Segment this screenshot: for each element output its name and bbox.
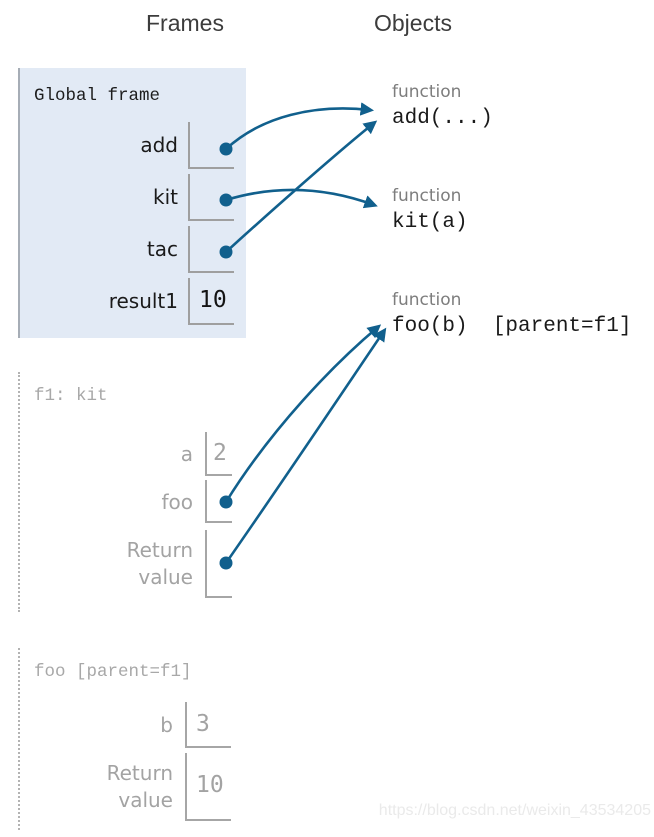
object-type-label: function: [392, 186, 462, 206]
variable-value: 2: [213, 440, 227, 466]
frame-label: Global frame: [34, 86, 161, 106]
frames-column-header: Frames: [146, 10, 224, 36]
value-box: 10: [188, 278, 234, 325]
value-box-pointer: [205, 480, 232, 523]
function-signature: add(...): [392, 107, 493, 130]
frame-f1-kit: f1: kit a 2 foo Return value: [18, 372, 246, 612]
function-object-add: function add(...): [392, 82, 493, 131]
arrow-foo-to-function-foo: [224, 324, 382, 503]
variable-name: Return value: [106, 761, 173, 812]
value-box-pointer: [188, 226, 234, 273]
variable-name: foo: [161, 490, 193, 514]
watermark-url: https://blog.csdn.net/weixin_43534205: [378, 802, 651, 819]
variable-value: 10: [199, 287, 227, 313]
arrow-kit-to-function-kit: [225, 188, 378, 209]
object-type-label: function: [392, 290, 462, 310]
object-type-label: function: [392, 82, 462, 102]
value-box: 3: [185, 702, 231, 748]
value-box: 2: [205, 432, 232, 476]
variable-name: tac: [146, 237, 178, 261]
function-object-foo: function foo(b) [parent=f1]: [392, 290, 631, 339]
variable-name: add: [140, 133, 178, 157]
variable-name: Return value: [126, 538, 193, 589]
value-box: 10: [185, 753, 231, 821]
variable-name: result1: [108, 289, 178, 313]
arrow-add-to-function-add: [225, 102, 375, 150]
objects-column-header: Objects: [374, 10, 452, 36]
arrow-tac-to-function-add: [225, 120, 378, 253]
variable-name: a: [180, 442, 193, 466]
frame-label: foo [parent=f1]: [34, 662, 192, 682]
function-object-kit: function kit(a): [392, 186, 468, 235]
arrow-return-value-to-function-foo: [224, 327, 387, 564]
function-signature: foo(b) [parent=f1]: [392, 315, 632, 338]
variable-name: kit: [153, 185, 178, 209]
value-box-pointer: [188, 174, 234, 221]
variable-value: 10: [196, 772, 224, 798]
variable-name: b: [160, 713, 173, 737]
variable-value: 3: [196, 711, 210, 737]
value-box-pointer: [205, 530, 232, 598]
value-box-pointer: [188, 122, 234, 169]
function-signature: kit(a): [392, 211, 468, 234]
frame-label: f1: kit: [34, 386, 108, 406]
global-frame: Global frame add kit tac result1 10: [18, 68, 246, 338]
frame-foo-parent-f1: foo [parent=f1] b 3 Return value 10: [18, 648, 246, 830]
